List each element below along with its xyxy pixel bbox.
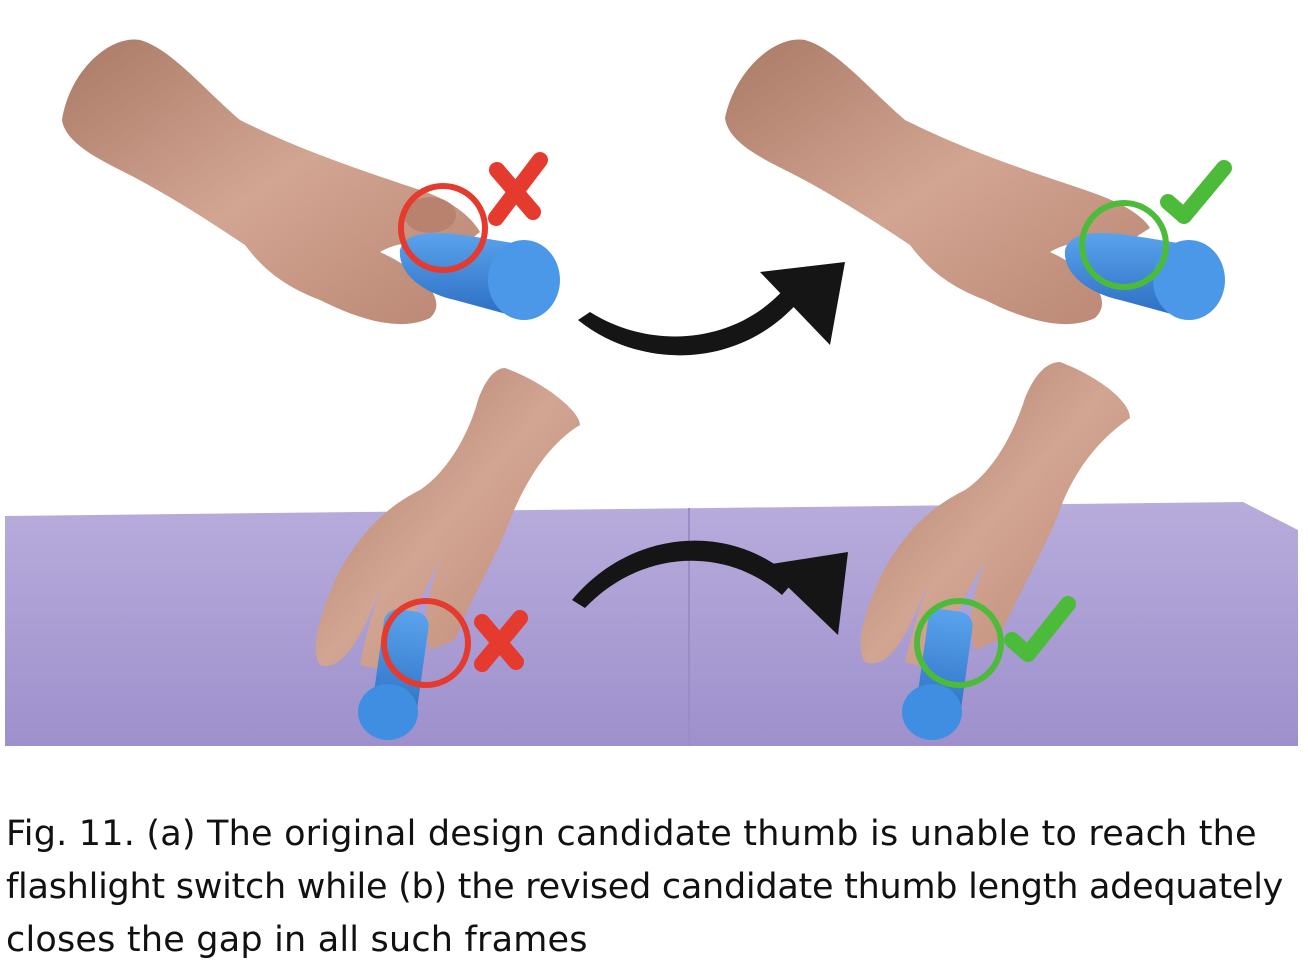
check-icon xyxy=(1004,596,1076,662)
thumb-tip xyxy=(404,197,456,233)
flashlight xyxy=(399,232,560,320)
contact-circle xyxy=(398,183,488,273)
panel-top-right xyxy=(725,39,1232,325)
hand-shape xyxy=(62,39,480,325)
figure-caption: Fig. 11. (a) The original design candida… xyxy=(6,808,1298,967)
contact-circle xyxy=(1079,200,1169,290)
panel-bottom-left xyxy=(315,368,580,740)
panel-top-left xyxy=(62,39,560,325)
caption-line-3: closes the gap in all such frames xyxy=(6,920,588,960)
check-icon xyxy=(1160,160,1232,224)
hand-shape xyxy=(315,368,580,670)
caption-line-2: flashlight switch while (b) the revised … xyxy=(6,867,1284,907)
hand-shape xyxy=(860,362,1130,668)
cross-icon xyxy=(474,610,528,672)
flashlight xyxy=(1064,232,1225,320)
contact-circle xyxy=(381,598,471,688)
figure-image xyxy=(5,39,1298,746)
cross-icon xyxy=(488,152,548,226)
caption-line-1: Fig. 11. (a) The original design candida… xyxy=(6,814,1257,854)
table-surface xyxy=(5,502,1298,746)
arrow-bottom xyxy=(572,540,848,635)
contact-circle xyxy=(914,598,1004,688)
flashlight xyxy=(902,609,973,740)
arrow-top xyxy=(578,262,845,356)
hand-shape xyxy=(725,39,1150,325)
panel-bottom-right xyxy=(860,362,1130,740)
